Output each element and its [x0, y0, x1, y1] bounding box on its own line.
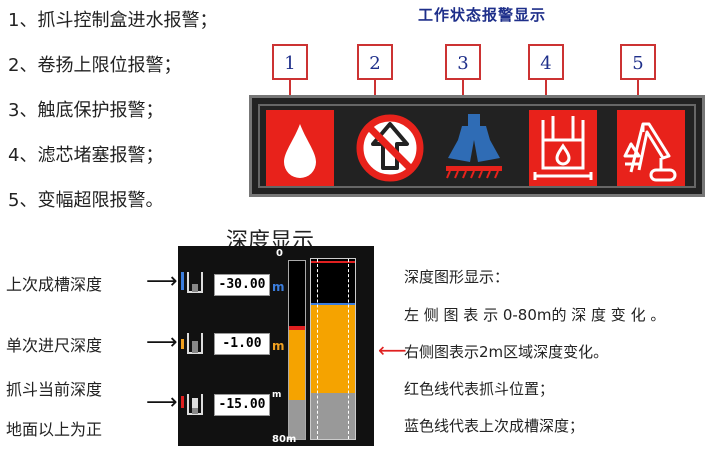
grab-bucket-icon	[446, 114, 502, 179]
depth-desc-heading: 深度图形显示：	[404, 268, 510, 286]
alarm-tile-1[interactable]	[266, 110, 334, 186]
trench-blue-icon	[181, 272, 203, 293]
label-above-ground-positive: 地面以上为正	[6, 420, 103, 439]
unit-m: m	[272, 390, 282, 400]
label-last-trench-depth: 上次成槽深度	[6, 275, 103, 294]
arrow-right-icon: ⟶	[146, 269, 178, 294]
scale-bottom-label: 80m	[272, 434, 297, 445]
label-current-grab-depth: 抓斗当前深度	[6, 380, 103, 399]
alarm-tile-5[interactable]	[617, 110, 685, 186]
unit-m: m	[272, 339, 285, 353]
current-grab-depth-value: -15.00	[214, 394, 270, 416]
alarm-list-item: 3、触底保护报警；	[8, 100, 164, 121]
depth-hmi-screen: -30.00 m -1.00 m -15.00 m 0 80m	[178, 246, 374, 446]
alarm-number-2: 2	[357, 44, 393, 80]
single-advance-depth-value: -1.00	[214, 333, 270, 355]
depth-gauge-2m	[310, 258, 356, 440]
alarm-number-3: 3	[445, 44, 481, 80]
alarm-panel-title: 工作状态报警显示	[418, 6, 547, 24]
no-up-arrow-icon	[356, 114, 424, 182]
label-single-advance-depth: 单次进尺深度	[6, 336, 103, 355]
scale-top-label: 0	[276, 248, 283, 259]
depth-desc-right-chart: 右侧图表示2m区域深度变化。	[404, 343, 609, 361]
arrow-left-icon: ⟵	[378, 338, 407, 362]
last-trench-depth-value: -30.00	[214, 274, 270, 296]
trench-red-icon	[181, 394, 203, 415]
alarm-number-5: 5	[620, 44, 656, 80]
alarm-list-item: 2、卷扬上限位报警；	[8, 55, 182, 76]
alarm-tile-3[interactable]	[440, 110, 508, 186]
unit-m: m	[272, 280, 285, 294]
alarm-number-1: 1	[272, 44, 308, 80]
water-drop-icon	[266, 110, 334, 186]
trench-orange-icon	[181, 333, 203, 354]
boom-angle-icon	[617, 110, 685, 186]
depth-gauge-0-80m	[288, 260, 306, 440]
alarm-tile-2[interactable]	[355, 110, 425, 186]
arrow-right-icon: ⟶	[146, 330, 178, 355]
alarm-tile-4[interactable]	[529, 110, 597, 186]
alarm-number-4: 4	[528, 44, 564, 80]
depth-desc-red-line: 红色线代表抓斗位置；	[404, 380, 555, 398]
depth-desc-blue-line: 蓝色线代表上次成槽深度；	[404, 417, 585, 435]
alarm-list-item: 4、滤芯堵塞报警；	[8, 145, 164, 166]
alarm-list-item: 1、抓斗控制盒进水报警；	[8, 10, 218, 31]
alarm-list-item: 5、变幅超限报警。	[8, 190, 164, 211]
depth-desc-left-chart: 左 侧 图 表 示 0-80m的 深 度 变 化 。	[404, 306, 666, 324]
arrow-right-icon: ⟶	[146, 390, 178, 415]
filter-tank-icon	[529, 110, 597, 186]
